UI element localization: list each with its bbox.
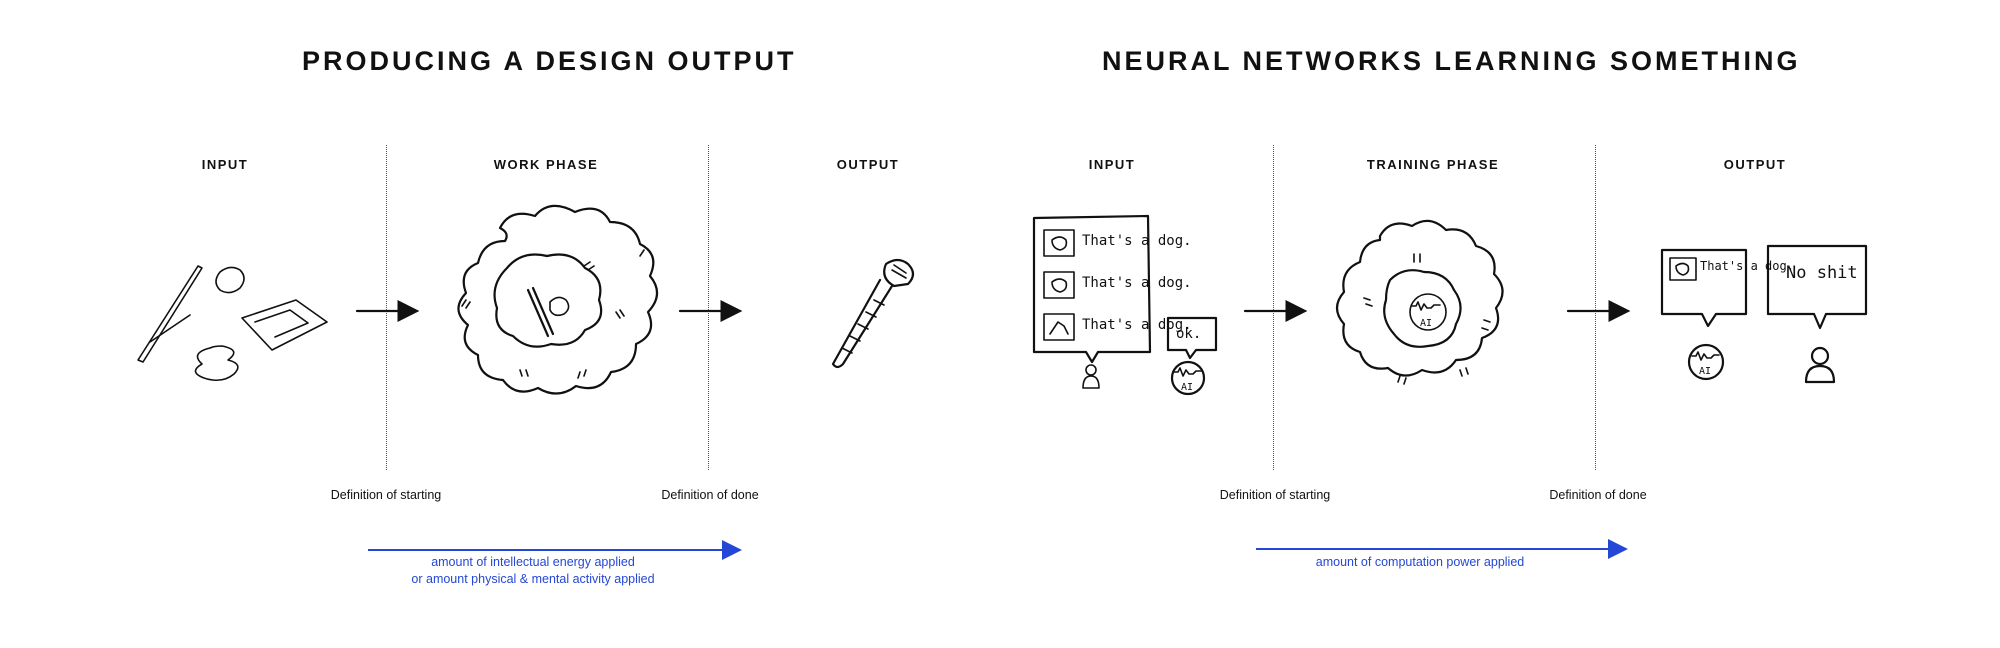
output-ai-head-icon: AI	[1687, 343, 1725, 381]
training-phase-cloud-sketch: AI	[1335, 219, 1504, 385]
human-person-icon	[1082, 364, 1100, 389]
human-output-bubble: No shit	[1766, 244, 1868, 330]
output-human-person-icon	[1804, 346, 1836, 384]
right-definition-of-done: Definition of done	[1549, 488, 1647, 502]
ai-head-icon: AI	[1170, 360, 1206, 396]
left-energy-line-1: amount of intellectual energy applied	[431, 555, 635, 569]
training-ai-label: AI	[1420, 318, 1432, 329]
ai-output-bubble: That's a dog.	[1660, 248, 1794, 328]
ai-output-bubble-text: That's a dog.	[1700, 259, 1794, 273]
left-diagram-title: PRODUCING A DESIGN OUTPUT	[302, 46, 797, 76]
left-definition-of-done: Definition of done	[661, 488, 759, 502]
work-phase-cloud-sketch	[457, 204, 659, 395]
left-input-label: INPUT	[201, 157, 249, 172]
right-output-label: OUTPUT	[1723, 157, 1787, 172]
left-definition-of-starting: Definition of starting	[330, 488, 442, 502]
left-work-phase-label: WORK PHASE	[493, 157, 599, 172]
ai-ok-bubble: ok.	[1166, 316, 1218, 360]
right-training-phase-label: TRAINING PHASE	[1366, 157, 1500, 172]
left-start-divider	[386, 145, 387, 470]
right-done-divider	[1595, 145, 1596, 470]
right-diagram-title: NEURAL NETWORKS LEARNING SOMETHING	[1102, 46, 1801, 76]
dog-photo-icon	[1669, 257, 1697, 281]
right-start-divider	[1273, 145, 1274, 470]
output-ai-label: AI	[1699, 366, 1711, 377]
ai-label: AI	[1181, 382, 1193, 393]
left-done-divider	[708, 145, 709, 470]
right-definition-of-starting: Definition of starting	[1219, 488, 1331, 502]
bubble-line-3: That's a dog.	[1082, 317, 1192, 333]
left-energy-line-2: or amount physical & mental activity app…	[411, 572, 655, 586]
dog-photo-icon	[1043, 271, 1075, 299]
bubble-line-1: That's a dog.	[1082, 233, 1192, 249]
left-output-label: OUTPUT	[836, 157, 900, 172]
left-energy-caption: amount of intellectual energy applied or…	[411, 554, 654, 588]
right-input-label: INPUT	[1088, 157, 1136, 172]
right-energy-line-1: amount of computation power applied	[1315, 555, 1525, 569]
dog-photo-icon	[1043, 313, 1075, 341]
human-output-bubble-text: No shit	[1786, 263, 1858, 283]
hammer-sketch	[831, 258, 915, 369]
human-teaching-bubble: That's a dog. That's a dog. That's a dog…	[1032, 214, 1192, 364]
dog-photo-icon	[1043, 229, 1075, 257]
right-energy-caption: amount of computation power applied	[1316, 554, 1524, 571]
ok-bubble-text: ok.	[1176, 326, 1201, 342]
raw-materials-sketch	[137, 265, 328, 382]
bubble-line-2: That's a dog.	[1082, 275, 1192, 291]
